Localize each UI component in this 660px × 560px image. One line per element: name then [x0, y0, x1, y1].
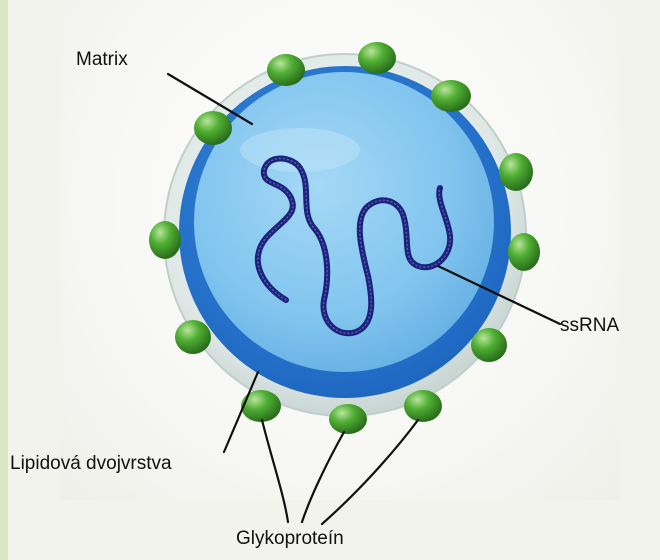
glycoprotein-bead [508, 233, 540, 271]
glycoprotein-bead [267, 54, 305, 86]
glycoprotein-bead [175, 320, 211, 354]
glycoprotein-leader-1 [262, 420, 288, 522]
glycoprotein-bead [241, 390, 281, 422]
glycoprotein-leader-3 [322, 420, 418, 524]
glycoprotein-bead [358, 42, 396, 74]
glycoprotein-bead [431, 80, 471, 112]
glycoprotein-bead [194, 111, 232, 145]
glycoprotein-label: Glykoproteín [236, 529, 344, 548]
glycoprotein-bead [404, 390, 442, 422]
glycoprotein-bead [499, 153, 533, 191]
glycoprotein-bead [329, 404, 367, 434]
glycoprotein-bead [471, 328, 507, 362]
matrix-label: Matrix [76, 50, 128, 69]
lipid-bilayer-label: Lipidová dvojvrstva [10, 454, 172, 473]
glycoprotein-bead [149, 221, 181, 259]
ssrna-label: ssRNA [560, 316, 619, 335]
